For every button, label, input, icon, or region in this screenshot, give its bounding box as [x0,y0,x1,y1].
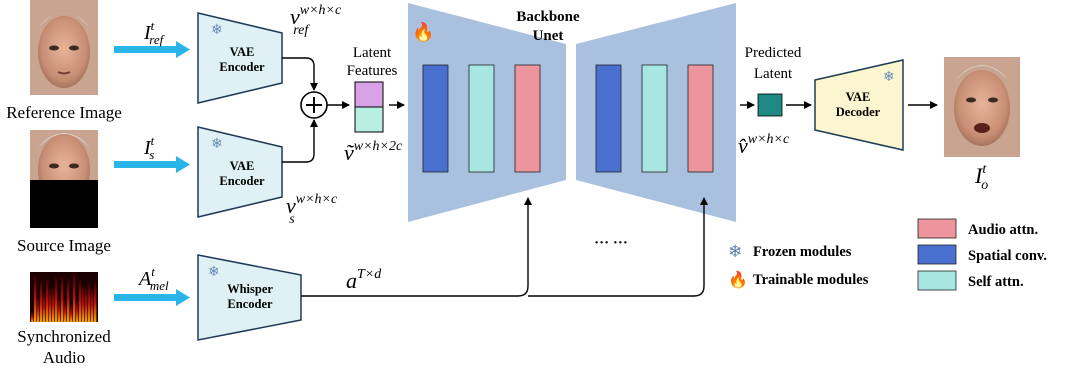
whisper-encoder: ❄ Whisper Encoder [197,254,302,341]
svg-text:Encoder: Encoder [219,174,265,188]
spectrogram-bar [67,278,70,322]
audio-to-unet-arrow-2 [528,197,708,297]
legend-self-attn: Self attn. [968,274,1024,290]
audio-attn-block [687,64,714,173]
source-image-label: Source Image [17,236,111,255]
spectrogram-bar [40,280,43,322]
legend-frozen: Frozen modules [753,244,852,260]
spectrogram-bar [31,312,34,322]
svg-text:Decoder: Decoder [836,105,881,119]
audio-label-line2: Audio [43,348,86,367]
spectrogram-bar [91,288,94,322]
input-arrow-audio [114,289,190,306]
latent-features-label-1: Latent [353,45,392,61]
spectrogram-bar [52,287,55,322]
fire-icon: 🔥 [728,270,748,289]
svg-text:VAE: VAE [846,90,871,104]
snowflake-icon: ❄ [208,265,220,280]
source-image [30,130,98,228]
unet-blocks [422,64,714,173]
src-to-plus-arrow [282,119,318,163]
predicted-latent-label-1: Predicted [745,45,802,61]
spectrogram-bar [37,297,40,322]
legend-trainable: Trainable modules [753,272,869,288]
spectrogram-bar [79,279,82,322]
spectrogram-bar [73,272,76,322]
spectrogram-bar [82,286,85,322]
snowflake-icon: ❄ [211,137,223,152]
self-attn-block [468,64,495,173]
legend-spatial-conv: Spatial conv. [968,248,1047,264]
legend: ❄ Frozen modules 🔥 Trainable modules Aud… [728,218,1047,291]
input-arrow-ref [114,41,190,58]
legend-swatch-audio-attn [917,218,957,239]
latent-features-label-2: Features [347,63,398,79]
spectrogram-bar [58,298,61,322]
spectrogram-bar [49,288,52,322]
spectrogram-bar [64,300,67,322]
ellipsis-label: ··· ··· [594,235,628,251]
concat-plus-icon [300,91,328,119]
v-hat-label: v̂w×h×c [738,132,790,158]
reference-image [30,0,98,95]
spectrogram-bar [34,275,37,322]
snowflake-icon: ❄ [211,23,223,38]
legend-swatch-self-attn [917,270,957,291]
vae-encoder-src: ❄ VAE Encoder [197,126,283,218]
snowflake-icon: ❄ [728,242,742,261]
reference-image-label: Reference Image [6,103,122,122]
input-arrow-src [114,156,190,173]
spectrogram-bar [61,276,64,322]
spectrogram-bar [55,276,58,322]
svg-text:VAE: VAE [230,45,255,59]
vae-encoder-ref: ❄ VAE Encoder [197,12,283,104]
v-tilde-label: ṽw×h×2c [344,139,403,165]
spectrogram-bar [43,292,46,322]
audio-label-line1: Synchronized [17,327,111,346]
a-td-label: aT×d [346,267,382,293]
snowflake-icon: ❄ [883,70,895,85]
output-image [944,57,1020,157]
spectrogram-bar [76,299,79,322]
audio-spectrogram [30,272,98,322]
svg-text:Whisper: Whisper [227,282,273,296]
audio-attn-block [514,64,541,173]
spectrogram-bar [70,305,73,322]
audio-to-unet-arrow-1 [301,197,532,297]
ref-to-plus-arrow [282,57,318,91]
predicted-latent-block [757,93,783,117]
fire-icon: 🔥 [412,21,434,42]
svg-text:VAE: VAE [230,159,255,173]
self-attn-block [641,64,668,173]
spectrogram-bar [46,278,49,322]
spectrogram-bar [94,281,97,322]
backbone-label-2: Unet [533,28,564,44]
svg-text:Encoder: Encoder [219,60,265,74]
latent-features-block [354,81,384,133]
legend-swatch-spatial-conv [917,244,957,265]
svg-text:Encoder: Encoder [227,297,273,311]
spatial-conv-block [595,64,622,173]
legend-audio-attn: Audio attn. [968,222,1038,238]
backbone-label-1: Backbone [516,9,580,25]
spectrogram-bar [88,282,91,322]
vae-decoder: ❄ VAE Decoder [814,59,904,151]
spectrogram-bar [85,287,88,322]
spatial-conv-block [422,64,449,173]
predicted-latent-label-2: Latent [754,66,793,82]
